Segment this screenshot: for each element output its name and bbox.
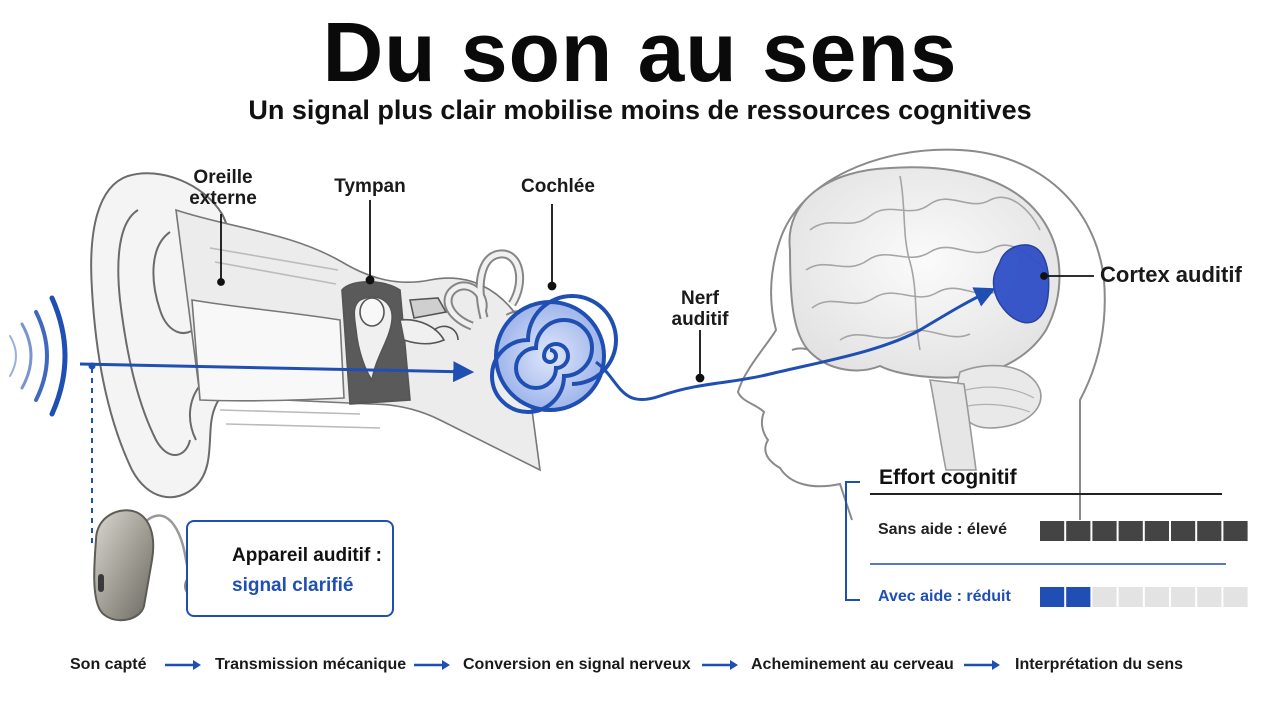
- effort-row-label-without-aid: Sans aide : élevé: [878, 521, 1007, 538]
- label-outer-ear: Oreille externe: [180, 167, 266, 209]
- effort-without-aid-segment-1: [1040, 521, 1065, 541]
- label-cochlea: Cochlée: [521, 176, 595, 197]
- page-title: Du son au sens: [322, 5, 958, 99]
- effort-row-label-with-aid: Avec aide : réduit: [878, 588, 1011, 605]
- page-subtitle: Un signal plus clair mobilise moins de r…: [248, 95, 1032, 125]
- device-callout-value: signal clarifié: [232, 575, 354, 596]
- effort-with-aid-segment-1: [1040, 587, 1065, 607]
- effort-with-aid-segment-8: [1223, 587, 1248, 607]
- label-cortex: Cortex auditif: [1100, 262, 1242, 287]
- signal-path: [79, 287, 996, 548]
- effort-with-aid-segment-3: [1092, 587, 1117, 607]
- flow-arrow-icon: [702, 660, 738, 670]
- effort-without-aid-segment-4: [1118, 521, 1143, 541]
- effort-bracket: [845, 481, 1226, 601]
- effort-with-aid-segment-4: [1118, 587, 1143, 607]
- flow-arrow-icon: [964, 660, 1000, 670]
- brain-icon: [788, 166, 1061, 471]
- device-callout-title: Appareil auditif :: [232, 545, 382, 566]
- flow-arrow-icon: [165, 660, 201, 670]
- label-eardrum: Tympan: [334, 176, 406, 197]
- flow-step-4: Acheminement au cerveau: [751, 656, 954, 673]
- middle-ear-icon: [341, 280, 459, 405]
- label-nerve-line1: Nerf: [680, 288, 719, 309]
- label-nerve-line2: auditif: [671, 309, 729, 330]
- effort-without-aid-segment-7: [1197, 521, 1222, 541]
- effort-without-aid-segment-3: [1092, 521, 1117, 541]
- label-leader-lines: [217, 200, 1094, 383]
- effort-with-aid-segment-5: [1144, 587, 1169, 607]
- label-outer-ear-line1: Oreille: [193, 167, 253, 188]
- flow-step-2: Transmission mécanique: [215, 656, 407, 673]
- effort-with-aid-segment-2: [1066, 587, 1091, 607]
- device-callout-box: [186, 520, 394, 617]
- effort-title: Effort cognitif: [879, 466, 1017, 489]
- effort-without-aid-segment-8: [1223, 521, 1248, 541]
- effort-with-aid-segment-6: [1171, 587, 1196, 607]
- effort-bars: [1040, 521, 1248, 607]
- effort-without-aid-segment-2: [1066, 521, 1091, 541]
- process-flow: Son capté Transmission mécanique Convers…: [0, 652, 1280, 680]
- label-nerve: Nerf auditif: [660, 288, 740, 330]
- effort-without-aid-segment-6: [1171, 521, 1196, 541]
- label-outer-ear-line2: externe: [189, 188, 257, 209]
- flow-step-5: Interprétation du sens: [1015, 656, 1184, 673]
- flow-arrow-icon: [414, 660, 450, 670]
- auditory-cortex-highlight: [992, 244, 1050, 324]
- effort-with-aid-segment-7: [1197, 587, 1222, 607]
- sound-waves-icon: [9, 295, 68, 417]
- effort-without-aid-segment-5: [1144, 521, 1169, 541]
- flow-step-3: Conversion en signal nerveux: [463, 656, 691, 673]
- cochlea-spiral-icon: [490, 294, 618, 414]
- flow-step-1: Son capté: [70, 656, 147, 673]
